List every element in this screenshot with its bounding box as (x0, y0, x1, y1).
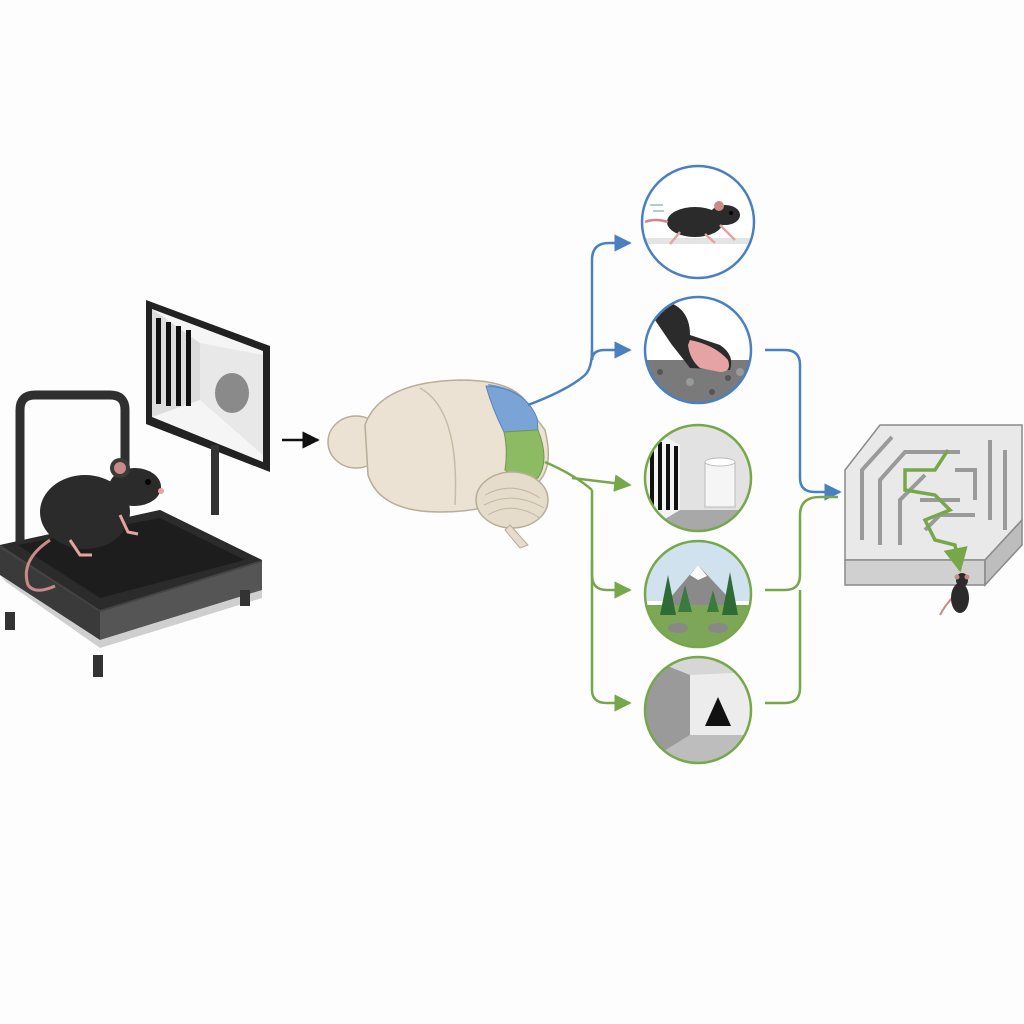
maze-with-mouse-icon (844, 424, 1023, 616)
maze-mouse-icon (939, 573, 970, 616)
striped-wall-cylinder-icon (643, 423, 753, 533)
mouse-brain-icon (327, 379, 550, 549)
treadmill-icon (0, 390, 262, 677)
cerebellum (475, 471, 549, 529)
triangle-in-corner-icon (643, 655, 753, 765)
blue-region (485, 385, 539, 433)
running-mouse-icon (640, 164, 756, 280)
paw-on-textured-floor-icon (643, 295, 753, 405)
mouse-on-treadmill-with-monitor-icon (0, 300, 270, 677)
maze-path (903, 449, 968, 573)
green-pathway (544, 460, 838, 712)
mouse-icon (24, 458, 164, 592)
monitor-icon (146, 300, 270, 515)
blue-pathway (527, 234, 842, 501)
forest-mountain-landscape-icon (643, 539, 753, 649)
